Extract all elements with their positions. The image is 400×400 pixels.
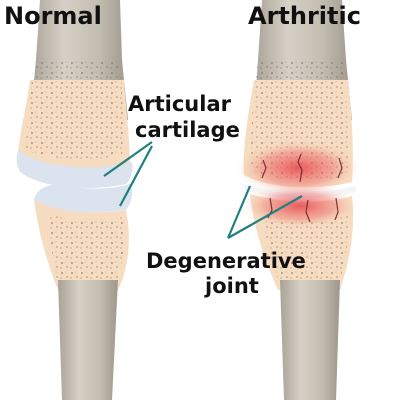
inflammation-lower (242, 184, 358, 228)
pointer-degen-right (227, 195, 303, 239)
arthritic-knee (236, 0, 360, 400)
normal-knee (16, 0, 133, 400)
inflammation-upper (236, 140, 360, 196)
label-joint: joint (205, 274, 259, 298)
normal-tibia-shaft (58, 280, 118, 400)
label-articular: Articular (128, 92, 231, 116)
label-degenerative: Degenerative (146, 249, 306, 273)
pointer-degen-left (226, 185, 252, 239)
arthritic-tibia-shaft (280, 280, 340, 400)
degenerative-pointers (226, 185, 303, 239)
title-normal: Normal (4, 2, 102, 30)
title-arthritic: Arthritic (248, 2, 361, 30)
pointer-cartilage-lower (119, 145, 153, 207)
label-cartilage: cartilage (135, 118, 240, 142)
normal-cartilage-upper (16, 150, 133, 188)
pointer-cartilage-upper (103, 141, 153, 177)
normal-cartilage-lower (34, 184, 133, 213)
cartilage-pointers (103, 141, 153, 207)
